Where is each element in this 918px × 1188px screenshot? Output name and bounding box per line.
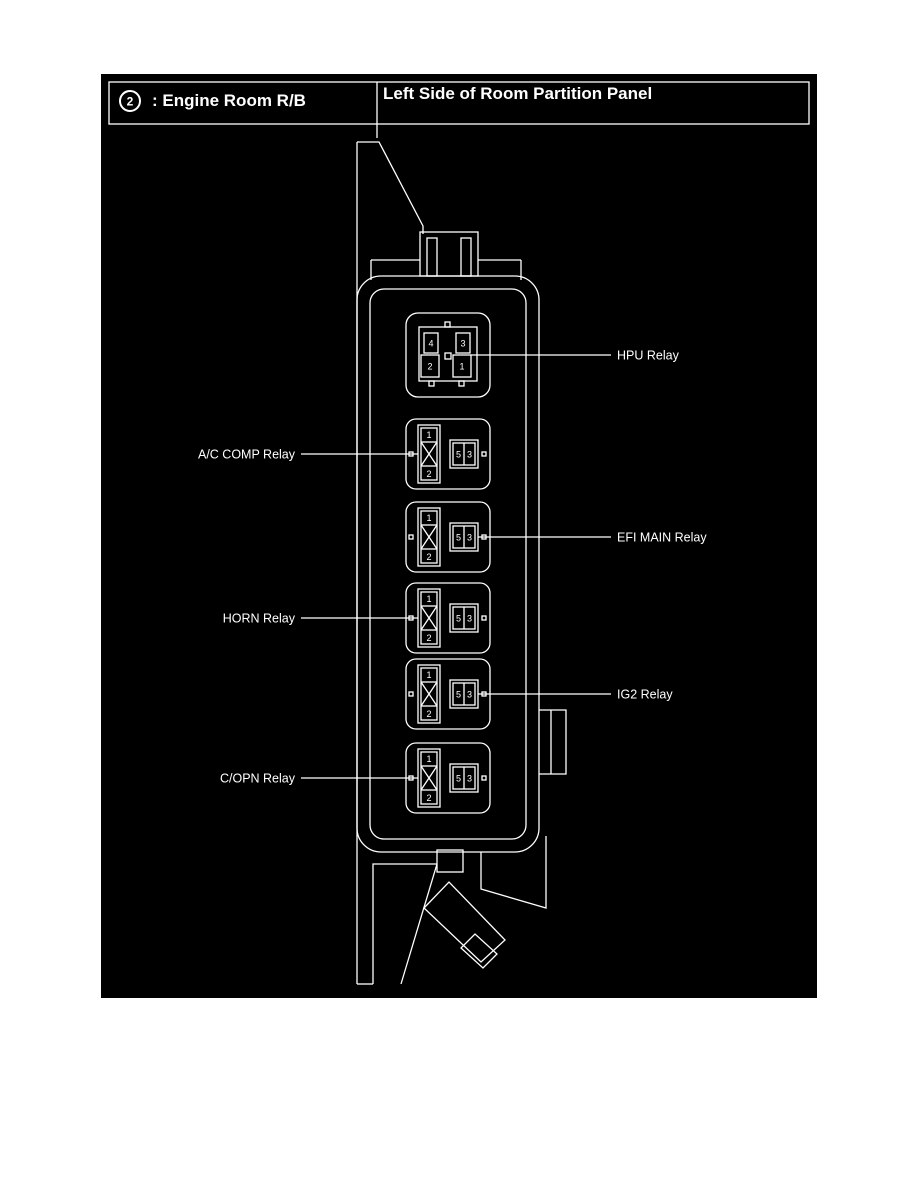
relay-label: HORN Relay: [223, 612, 296, 626]
top-connector-tab-right: [460, 237, 472, 277]
socket-key: [408, 534, 414, 540]
pin-cell: [420, 354, 440, 378]
relay-label: C/OPN Relay: [220, 772, 296, 786]
pin-cell: [423, 332, 439, 354]
relay-label: A/C COMP Relay: [198, 448, 296, 462]
top-connector-tab-left: [426, 237, 438, 277]
coil-cross: [420, 524, 438, 550]
coil-pin-inner: [420, 667, 438, 721]
pin-label: 3: [467, 533, 472, 543]
badge-circle: [119, 90, 141, 112]
socket-key: [428, 380, 435, 387]
socket-key: [458, 380, 465, 387]
relay-socket: 4 3 2 1: [405, 312, 491, 398]
contact-pin-block: [449, 603, 479, 633]
bottom-plug-latch: [460, 933, 498, 969]
pin-label: 1: [426, 670, 431, 680]
pin-label: 4: [428, 339, 433, 349]
coil-cross: [420, 441, 438, 467]
pin-label: 3: [460, 339, 465, 349]
lower-bracket-diagonal: [400, 863, 438, 985]
pin-label: 3: [467, 690, 472, 700]
bottom-connector: [436, 849, 464, 873]
coil-cross: [420, 765, 438, 791]
contact-pin-block: [449, 439, 479, 469]
header-right-title: Left Side of Room Partition Panel: [383, 84, 653, 103]
socket-key: [481, 451, 487, 457]
coil-pin-block: [417, 664, 441, 724]
relay-label: IG2 Relay: [617, 688, 673, 702]
pin-label: 1: [426, 430, 431, 440]
lower-bracket: [372, 863, 437, 984]
side-connector: [539, 709, 567, 775]
pin-label: 3: [467, 774, 472, 784]
pin-label: 1: [426, 513, 431, 523]
contact-pin-block: [449, 763, 479, 793]
top-bracket: [357, 141, 424, 234]
relay-label: HPU Relay: [617, 349, 680, 363]
bottom-plug: [423, 881, 506, 963]
pin-label: 5: [456, 533, 461, 543]
badge-number: 2: [127, 95, 134, 109]
socket-key: [408, 691, 414, 697]
coil-pin-inner: [420, 427, 438, 481]
socket-key: [481, 615, 487, 621]
pin-label: 2: [426, 469, 431, 479]
pin-cell: [455, 332, 471, 354]
socket-center: [444, 352, 452, 360]
pin-cell: [452, 354, 472, 378]
relay-label: EFI MAIN Relay: [617, 531, 707, 545]
pin-label: 2: [426, 709, 431, 719]
socket-key: [444, 321, 451, 328]
pin-label: 2: [427, 362, 432, 372]
header-left-title: : Engine Room R/B: [152, 91, 306, 110]
pin-label: 5: [456, 774, 461, 784]
coil-pin-inner: [420, 751, 438, 805]
coil-pin-inner: [420, 591, 438, 645]
pin-label: 2: [426, 633, 431, 643]
pin-label: 1: [426, 594, 431, 604]
pin-label: 2: [426, 552, 431, 562]
relay-block-body: [356, 275, 540, 853]
pin-label: 5: [456, 450, 461, 460]
pin-label: 5: [456, 690, 461, 700]
bottom-bracket-right: [480, 836, 547, 909]
coil-cross: [420, 681, 438, 707]
pin-label: 3: [467, 614, 472, 624]
pin-label: 2: [426, 793, 431, 803]
socket-key: [481, 775, 487, 781]
header-frame: [108, 81, 810, 125]
coil-pin-block: [417, 507, 441, 567]
coil-pin-inner: [420, 510, 438, 564]
relay-block-inner: [369, 288, 527, 840]
coil-cross: [420, 605, 438, 631]
socket-body: [418, 326, 478, 382]
pin-label: 5: [456, 614, 461, 624]
pin-label: 3: [467, 450, 472, 460]
pin-label: 1: [459, 362, 464, 372]
pin-label: 1: [426, 754, 431, 764]
